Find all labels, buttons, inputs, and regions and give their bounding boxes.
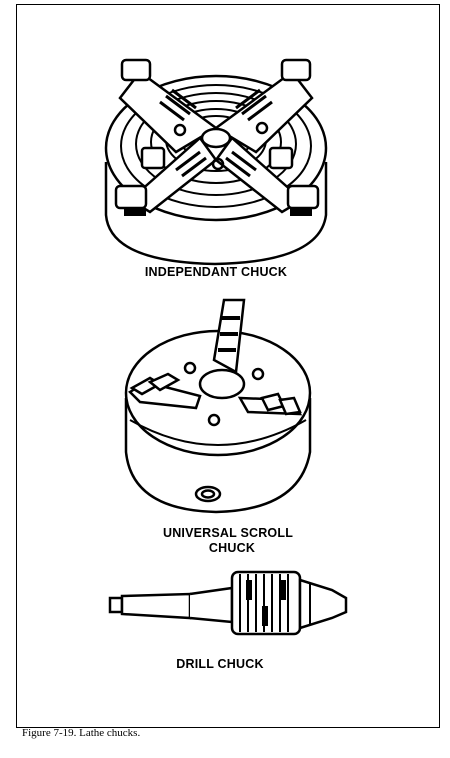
drill-chuck-label: DRILL CHUCK <box>176 657 264 671</box>
figure-frame <box>16 4 440 728</box>
universal-scroll-chuck-label-line2: CHUCK <box>208 541 256 555</box>
figure-caption: Figure 7-19. Lathe chucks. <box>22 727 141 739</box>
independent-chuck-label: INDEPENDANT CHUCK <box>144 265 288 279</box>
universal-scroll-chuck-label-line1: UNIVERSAL SCROLL <box>162 526 294 540</box>
